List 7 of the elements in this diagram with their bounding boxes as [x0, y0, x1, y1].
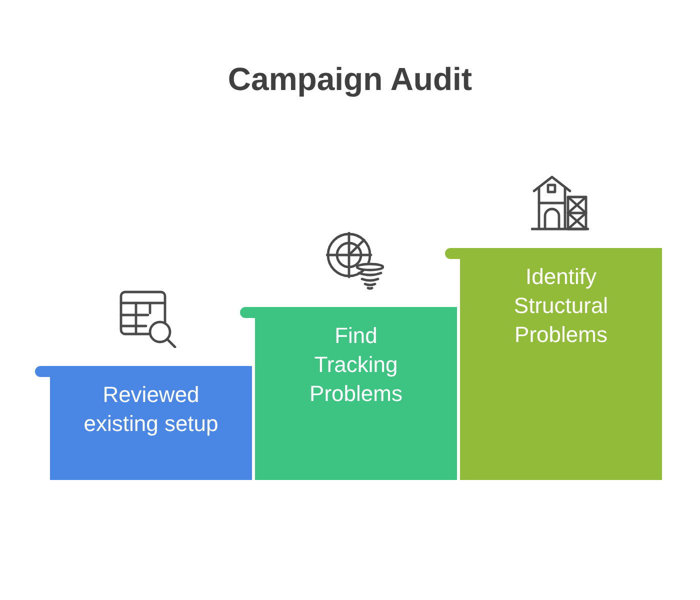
step-label: Reviewed existing setup: [84, 381, 218, 438]
stair-step: [445, 248, 662, 480]
diagram-title: Campaign Audit: [228, 60, 472, 98]
step-label: Identify Structural Problems: [514, 263, 608, 349]
stair-step: [35, 366, 252, 480]
step-label: Find Tracking Problems: [310, 322, 402, 408]
stair-step: [240, 307, 457, 480]
